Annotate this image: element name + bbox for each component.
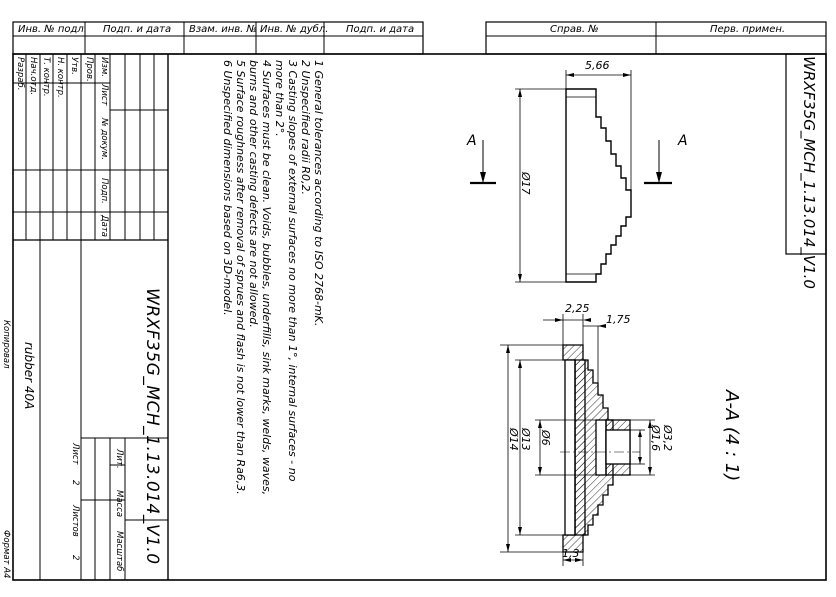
dim-width-566: 5,66 — [585, 59, 610, 72]
dim-32: Ø3,2 — [661, 425, 674, 452]
dim-13: Ø13 — [519, 428, 532, 451]
note-5: 5 Surface roughness after removal of spr… — [234, 60, 247, 495]
note-1: 1 General tolerances according to ISO 27… — [312, 60, 325, 327]
signer-utv: Утв. — [69, 57, 79, 75]
section-view-label: A-A (4 : 1) — [721, 390, 742, 482]
massa-label: Масса — [114, 490, 124, 518]
lit-label: Лит. — [114, 449, 124, 469]
signer-n-kontr: Н. контр. — [55, 57, 65, 98]
listov-value: 2 — [70, 555, 80, 561]
role-data: Дата — [99, 215, 109, 238]
dim-175: 1,75 — [606, 313, 631, 326]
note-4: 4 Surfaces must be clean. Voids, bubbles… — [260, 60, 273, 496]
title-block-designation: WRXF35G_MCH_1.13.014_V1.0 — [142, 288, 162, 565]
header-podp-data-2: Подп. и дата — [346, 24, 415, 35]
dim-225: 2,25 — [565, 302, 590, 315]
signer-razrab: Разраб. — [15, 57, 25, 91]
signer-nach-otd: Нач.отд. — [28, 57, 38, 96]
header-sprav: Справ. № — [550, 24, 599, 35]
section-mark-right: A — [678, 133, 688, 149]
role-izm: Изм. — [99, 57, 109, 77]
dim-13b: 1,3 — [562, 547, 580, 560]
header-podp-data-1: Подп. и дата — [103, 24, 172, 35]
header-inv-dubl: Инв. № дубл. — [260, 24, 329, 35]
header-vzam-inv: Взам. инв. № — [189, 24, 257, 35]
dim-6: Ø6 — [539, 430, 552, 446]
note-3b: more than 2°. — [273, 60, 286, 137]
dim-16: Ø1,6 — [649, 425, 662, 452]
format-label: Формат A4 — [1, 530, 11, 579]
copied-label: Копировал — [1, 320, 11, 369]
role-dokum: № докум. — [99, 118, 109, 160]
list-value: 2 — [70, 480, 80, 486]
signer-t-kontr: Т. контр. — [41, 57, 51, 97]
signer-prov: Пров. — [84, 57, 94, 82]
masshtab-label: Масштаб — [114, 531, 124, 572]
section-mark-left: A — [467, 133, 477, 149]
dim-14: Ø14 — [507, 428, 520, 451]
list-label: Лист — [70, 443, 80, 465]
header-perv-primen: Перв. примен. — [710, 24, 786, 35]
header-inv-podl: Инв. № подл. — [18, 24, 87, 35]
note-2: 2 Unspecified radii R0,2. — [299, 60, 312, 195]
material-label: rubber 40A — [22, 342, 36, 410]
listov-label: Листов — [70, 505, 80, 537]
note-3: 3 Casting slopes of external surfaces no… — [286, 60, 299, 482]
corner-designation: WRXF35G_MCH_1.13.014_V1.0 — [800, 56, 818, 289]
role-podp: Подп. — [99, 178, 109, 204]
note-6: 6 Unspecified dimensions based on 3D-mod… — [221, 60, 234, 316]
role-list: Лист — [99, 84, 109, 106]
dim-dia-17: Ø17 — [519, 172, 532, 195]
note-4b: burns and other casting defects are not … — [247, 60, 260, 328]
